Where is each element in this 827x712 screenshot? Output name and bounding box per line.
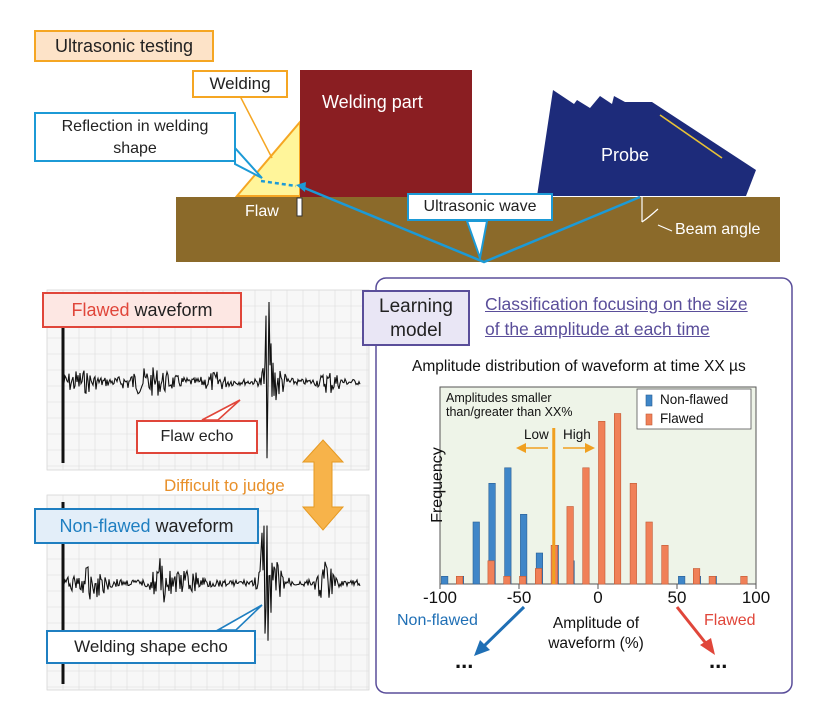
nonflawed-down-arrow xyxy=(480,605,526,650)
x-tick-label: -50 xyxy=(506,588,532,607)
x-tick-label: -100 xyxy=(422,588,458,607)
wave-arrowhead xyxy=(296,182,306,192)
bar-flawed xyxy=(487,560,495,585)
bar-flawed xyxy=(645,521,653,585)
legend-label-nonflawed: Non-flawed xyxy=(660,392,729,407)
welding-part-block xyxy=(300,70,472,197)
bar-flawed xyxy=(582,467,590,585)
bar-nonflawed xyxy=(472,521,480,585)
classification-text: Classification focusing on the size of t… xyxy=(485,294,748,339)
nonflawed-arrowhead xyxy=(474,640,490,656)
welding-shape-echo-callout: Welding shape echo xyxy=(46,630,256,664)
x-axis-ticks xyxy=(439,584,757,589)
flawed-arrow-label: Flawed xyxy=(704,612,756,629)
reflection-callout: Reflection in welding shape xyxy=(34,112,236,162)
legend-swatch-flawed xyxy=(645,413,653,426)
x-tick-label: 0 xyxy=(593,588,603,607)
flawed-down-arrow xyxy=(675,606,710,647)
bar-flawed xyxy=(629,482,637,585)
legend-label-flawed: Flawed xyxy=(660,411,704,426)
y-axis-label: Frequency xyxy=(429,447,446,523)
ellipsis-left: ... xyxy=(455,648,474,673)
probe-element-line xyxy=(659,114,723,159)
bar-flawed xyxy=(613,413,622,585)
bar-flawed xyxy=(519,575,527,585)
wave-callout-tail xyxy=(465,220,489,262)
learning-model-box: Learning model xyxy=(362,290,470,346)
bar-nonflawed xyxy=(520,513,528,585)
chart-title: Amplitude distribution of waveform at ti… xyxy=(412,358,746,375)
x-axis-label: Amplitude of waveform (%) xyxy=(548,615,644,652)
bar-flawed xyxy=(708,575,716,585)
low-label: Low xyxy=(524,427,549,442)
nonflawed-arrow-label: Non-flawed xyxy=(397,612,478,629)
nonflawed-waveform-trace xyxy=(62,525,361,641)
bar-flawed xyxy=(692,568,701,585)
amplitude-note: Amplitudes smaller than/greater than XX% xyxy=(446,391,573,419)
reflection-dotted-line xyxy=(260,179,297,188)
chart-bars xyxy=(441,413,748,585)
bar-nonflawed xyxy=(504,467,512,585)
welding-part-label: Welding part xyxy=(322,92,423,112)
beam-angle-label: Beam angle xyxy=(675,221,761,238)
welding-callout-line xyxy=(239,95,273,159)
bar-flawed xyxy=(566,506,574,585)
beam-angle-leader xyxy=(657,224,673,232)
ellipsis-right: ... xyxy=(709,648,728,673)
bar-flawed xyxy=(455,575,464,585)
flawed-waveform-trace xyxy=(62,301,361,459)
ultrasonic-testing-title: Ultrasonic testing xyxy=(34,30,214,62)
difficult-double-arrow xyxy=(301,439,345,531)
flaw-label: Flaw xyxy=(245,203,279,220)
flaw-echo-callout: Flaw echo xyxy=(136,420,258,454)
chart-legend xyxy=(636,388,752,430)
flawed-waveform-label: Flawed waveform xyxy=(42,292,242,328)
flaw-marker xyxy=(296,197,303,217)
probe-label: Probe xyxy=(601,145,650,165)
bar-flawed xyxy=(740,575,748,585)
ultrasonic-wave-path xyxy=(301,185,641,264)
bar-flawed xyxy=(661,544,669,585)
bar-nonflawed xyxy=(441,575,449,585)
bar-flawed xyxy=(503,575,511,585)
welding-label: Welding xyxy=(192,70,288,98)
reflection-callout-tail xyxy=(234,145,263,179)
x-tick-label: 50 xyxy=(667,588,687,607)
bar-nonflawed xyxy=(678,575,686,585)
legend-swatch-nonflawed xyxy=(645,394,653,407)
probe-shape xyxy=(537,90,756,196)
high-label: High xyxy=(563,427,591,442)
flawed-arrowhead xyxy=(700,638,715,655)
nonflawed-waveform-label: Non-flawed waveform xyxy=(34,508,259,544)
difficult-to-judge-label: Difficult to judge xyxy=(164,476,285,495)
x-tick-label: 100 xyxy=(741,588,771,607)
beam-angle-arc xyxy=(641,208,659,223)
bar-flawed xyxy=(534,568,543,585)
bar-flawed xyxy=(598,420,606,585)
low-high-arrows xyxy=(516,443,595,453)
ultrasonic-wave-callout: Ultrasonic wave xyxy=(407,193,553,221)
